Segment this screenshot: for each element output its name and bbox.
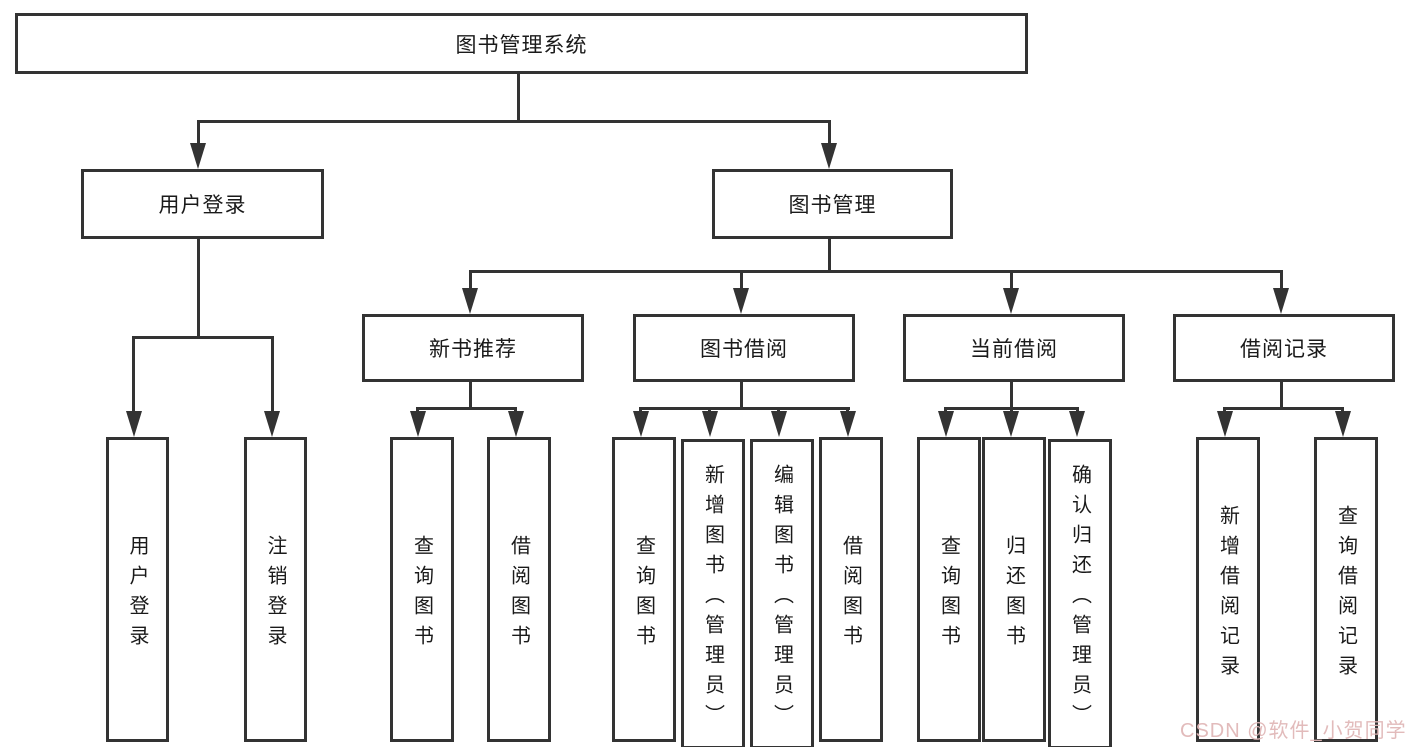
leaf-newbook-borrow-books: 借阅图书	[487, 437, 551, 742]
leaf-label: 新增图书（管理员）	[701, 464, 724, 734]
leaf-label: 确认归还（管理员）	[1068, 464, 1091, 734]
node-current-borrowing: 当前借阅	[903, 314, 1125, 382]
leaf-newbook-query-books: 查询图书	[390, 437, 454, 742]
connector-borrowing-drop	[740, 376, 743, 407]
connector-borrowing-split	[639, 407, 850, 410]
leaf-label: 查询图书	[632, 534, 655, 655]
connector-userlogin-drop	[197, 233, 200, 336]
leaf-logout: 注销登录	[244, 437, 307, 742]
leaf-borrowing-borrow-books: 借阅图书	[819, 437, 883, 742]
arrowhead-icon	[633, 411, 649, 437]
leaf-label: 用户登录	[126, 534, 148, 655]
node-label: 图书借阅	[700, 338, 788, 361]
node-label: 当前借阅	[970, 338, 1058, 361]
arrowhead-icon	[733, 288, 749, 314]
leaf-label: 查询图书	[410, 534, 433, 655]
arrowhead-icon	[1003, 288, 1019, 314]
arrowhead-icon	[1069, 411, 1085, 437]
arrowhead-icon	[410, 411, 426, 437]
node-label: 图书管理系统	[455, 33, 588, 57]
arrowhead-icon	[264, 411, 280, 437]
node-book-borrowing: 图书借阅	[633, 314, 855, 382]
arrowhead-icon	[1217, 411, 1233, 437]
arrowhead-icon	[1335, 411, 1351, 437]
leaf-label: 归还图书	[1002, 534, 1025, 655]
node-user-login: 用户登录	[81, 169, 324, 239]
arrowhead-icon	[190, 143, 206, 169]
leaf-borrowing-edit-books-admin: 编辑图书（管理员）	[750, 439, 814, 747]
leaf-label: 新增借阅记录	[1216, 504, 1239, 685]
leaf-records-add-record: 新增借阅记录	[1196, 437, 1260, 742]
arrowhead-icon	[821, 143, 837, 169]
connector-stem	[469, 270, 472, 294]
arrowhead-icon	[126, 411, 142, 437]
leaf-user-login: 用户登录	[106, 437, 169, 742]
leaf-label: 查询图书	[937, 534, 960, 655]
connector-current-drop	[1010, 376, 1013, 407]
connector-stem	[828, 120, 831, 146]
leaf-borrowing-add-books-admin: 新增图书（管理员）	[681, 439, 745, 747]
node-label: 图书管理	[788, 194, 877, 217]
node-label: 新书推荐	[429, 338, 517, 361]
arrowhead-icon	[462, 288, 478, 314]
arrowhead-icon	[1273, 288, 1289, 314]
connector-newbook-split	[416, 407, 517, 410]
leaf-label: 借阅图书	[507, 534, 530, 655]
arrowhead-icon	[771, 411, 787, 437]
leaf-current-query-books: 查询图书	[917, 437, 981, 742]
connector-root-drop	[517, 68, 520, 120]
leaf-current-confirm-return-admin: 确认归还（管理员）	[1048, 439, 1112, 747]
node-library-management-system: 图书管理系统	[15, 13, 1028, 74]
connector-records-split	[1223, 407, 1344, 410]
connector-stem	[132, 336, 135, 414]
leaf-label: 查询借阅记录	[1334, 504, 1357, 685]
connector-stem	[1280, 270, 1283, 294]
arrowhead-icon	[508, 411, 524, 437]
arrowhead-icon	[840, 411, 856, 437]
node-new-book-recommend: 新书推荐	[362, 314, 584, 382]
connector-stem	[197, 120, 200, 146]
leaf-label: 编辑图书（管理员）	[770, 464, 793, 734]
connector-stem	[271, 336, 274, 414]
node-borrowing-records: 借阅记录	[1173, 314, 1395, 382]
node-label: 借阅记录	[1240, 338, 1328, 361]
node-label: 用户登录	[158, 194, 247, 217]
leaf-label: 借阅图书	[839, 534, 862, 655]
connector-newbook-drop	[469, 376, 472, 407]
node-book-management: 图书管理	[712, 169, 953, 239]
arrowhead-icon	[1003, 411, 1019, 437]
connector-bookmgmt-drop	[828, 233, 831, 270]
connector-userlogin-split	[132, 336, 274, 339]
connector-stem	[1010, 270, 1013, 294]
connector-level2-split	[469, 270, 1283, 273]
connector-records-drop	[1280, 376, 1283, 407]
leaf-label: 注销登录	[264, 534, 286, 655]
connector-level1-split	[197, 120, 831, 123]
arrowhead-icon	[702, 411, 718, 437]
leaf-records-query-record: 查询借阅记录	[1314, 437, 1378, 742]
leaf-current-return-books: 归还图书	[982, 437, 1046, 742]
leaf-borrowing-query-books: 查询图书	[612, 437, 676, 742]
csdn-watermark: CSDN @软件_小贺同学	[1180, 720, 1405, 742]
connector-stem	[740, 270, 743, 294]
arrowhead-icon	[938, 411, 954, 437]
